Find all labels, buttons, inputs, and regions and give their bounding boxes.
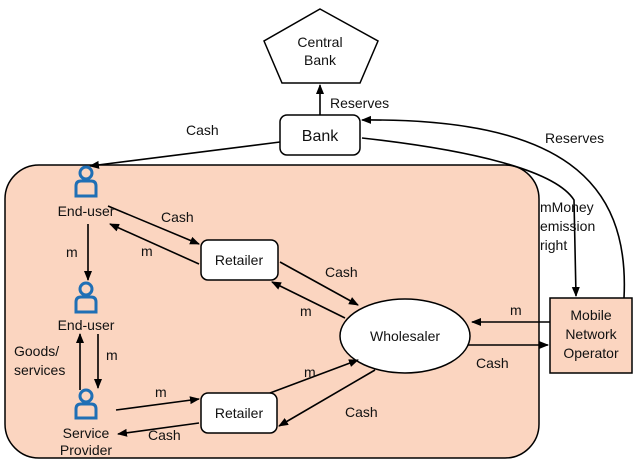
end-user-1-icon — [74, 165, 98, 198]
retailer-bottom-label: Retailer — [215, 405, 264, 421]
label-cash-retailer-sp: Cash — [148, 427, 181, 443]
end-user-2-label: End-user — [58, 317, 115, 333]
label-cash-enduser-retailer: Cash — [161, 209, 194, 225]
end-user-1-label: End-user — [58, 203, 115, 219]
arrow-retailer-to-enduser — [109, 223, 200, 265]
arrow-sp-to-retailer — [115, 396, 200, 411]
label-reserves-central: Reserves — [330, 95, 389, 111]
central-bank-label-2: Bank — [304, 52, 337, 68]
label-m-sp-retailer: m — [155, 384, 167, 400]
retailer-top-node: Retailer — [200, 239, 279, 281]
bank-node: Bank — [279, 114, 361, 156]
arrow-wholesaler-to-retailer — [271, 281, 346, 319]
arrow-wholesaler-to-retailer-bottom — [278, 369, 376, 427]
central-bank-node: Central Bank — [263, 8, 379, 84]
label-mmoney-1: mMoney — [540, 199, 594, 215]
service-provider-label-1: Service — [63, 425, 110, 441]
arrow-retailer-to-wholesaler — [279, 261, 359, 306]
label-m-mno-wholesaler: m — [510, 302, 522, 318]
label-m-retailer-enduser: m — [141, 243, 153, 259]
arrow-retailer-to-sp — [117, 422, 200, 437]
central-bank-label-1: Central — [297, 34, 342, 50]
arrow-bank-to-mno — [361, 137, 580, 297]
label-cash-bank: Cash — [186, 122, 219, 138]
label-reserves-mno: Reserves — [545, 130, 604, 146]
mno-label-2: Network — [565, 326, 617, 342]
bank-label: Bank — [302, 128, 339, 145]
wholesaler-node: Wholesaler — [339, 298, 471, 374]
label-m-enduser-sp: m — [106, 347, 118, 363]
label-m-wholesaler-retailer: m — [300, 303, 312, 319]
label-m-enduser-enduser: m — [66, 244, 78, 260]
label-cash-wholesaler-mno: Cash — [476, 355, 509, 371]
mno-label-3: Operator — [563, 345, 619, 361]
label-goods-2: services — [14, 362, 65, 378]
retailer-bottom-node: Retailer — [200, 392, 278, 434]
wholesaler-label: Wholesaler — [370, 328, 440, 344]
retailer-top-label: Retailer — [215, 252, 264, 268]
arrow-bank-to-enduser — [89, 141, 281, 169]
service-provider-label-2: Provider — [60, 442, 112, 458]
service-provider-icon — [74, 388, 98, 420]
arrow-enduser-to-retailer — [107, 205, 200, 245]
end-user-2-icon — [74, 281, 98, 314]
label-mmoney-2: emission — [540, 218, 595, 234]
mno-label-1: Mobile — [570, 307, 611, 323]
arrow-mno-to-bank — [361, 115, 626, 299]
mno-node: Mobile Network Operator — [549, 297, 633, 374]
arrow-retailer-to-wholesaler-bottom — [269, 359, 359, 394]
label-mmoney-3: right — [540, 237, 567, 253]
label-cash-wholesaler-retailer: Cash — [345, 404, 378, 420]
ecosystem-region — [4, 164, 540, 459]
label-goods-1: Goods/ — [14, 343, 59, 359]
label-m-retailer-wholesaler: m — [304, 364, 316, 380]
label-cash-retailer-wholesaler: Cash — [325, 264, 358, 280]
